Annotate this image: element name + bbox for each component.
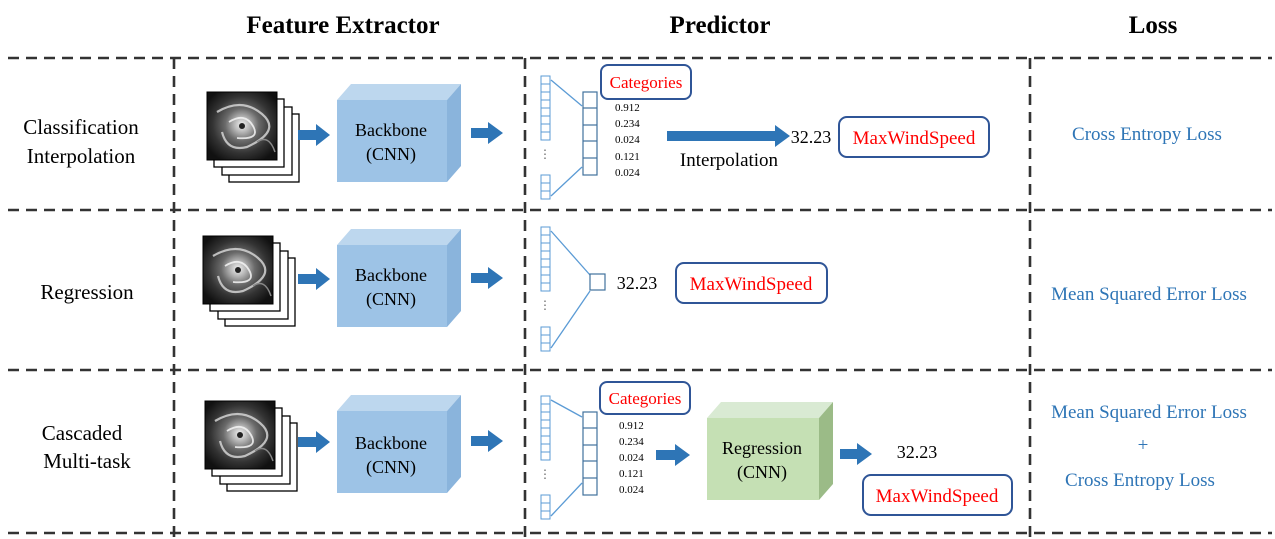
- output-callout: [675, 262, 828, 304]
- header-feature-extractor: Feature Extractor: [246, 12, 439, 39]
- backbone-label: Backbone: [355, 265, 427, 285]
- backbone-cnn-block: Backbone (CNN): [337, 84, 461, 182]
- arrow-right-icon: [298, 124, 330, 146]
- ellipsis-icon: ⋮: [539, 147, 551, 161]
- ellipsis-icon: ⋮: [539, 467, 551, 481]
- categories-callout: [600, 64, 692, 100]
- class-probability-cells: [582, 91, 598, 176]
- output-callout: [862, 474, 1013, 516]
- output-label: MaxWindSpeed: [876, 486, 999, 507]
- arrow-right-icon: [471, 430, 503, 452]
- row-classification-interpolation: Classification Interpolation Backbone (C…: [23, 64, 1222, 200]
- probability-value: 0.912: [615, 102, 640, 114]
- arrow-right-icon: [471, 122, 503, 144]
- row-label: Classification: [23, 115, 139, 139]
- backbone-cnn-block: Backbone (CNN): [337, 395, 461, 493]
- arrow-right-icon: [840, 443, 872, 465]
- probability-value: 0.024: [615, 167, 640, 179]
- interpolation-label: Interpolation: [680, 150, 779, 171]
- backbone-label: (CNN): [366, 289, 416, 310]
- categories-label: Categories: [609, 389, 682, 408]
- backbone-cnn-block: Backbone (CNN): [337, 229, 461, 327]
- probability-values: 0.912 0.234 0.024 0.121 0.024: [615, 102, 640, 179]
- output-callout: [838, 116, 990, 158]
- backbone-label: Backbone: [355, 433, 427, 453]
- probability-value: 0.912: [619, 420, 644, 432]
- feature-vector: [540, 75, 551, 200]
- probability-value: 0.024: [619, 452, 644, 464]
- output-label: MaxWindSpeed: [690, 274, 813, 295]
- probability-value: 0.024: [619, 484, 644, 496]
- loss-text: Cross Entropy Loss: [1065, 470, 1215, 491]
- regression-label: Regression: [722, 438, 802, 458]
- satellite-image-stack: [201, 234, 297, 328]
- grid-lines: [8, 56, 1272, 539]
- backbone-label: Backbone: [355, 120, 427, 140]
- backbone-label: (CNN): [366, 144, 416, 165]
- row-label: Multi-task: [43, 449, 131, 473]
- probability-value: 0.121: [615, 151, 640, 163]
- output-neuron: [589, 273, 606, 291]
- backbone-label: (CNN): [366, 457, 416, 478]
- arrow-right-icon: [656, 444, 690, 466]
- arrow-right-icon: [667, 125, 790, 147]
- regression-cnn-block: Regression (CNN): [707, 402, 833, 500]
- probability-value: 0.024: [615, 134, 640, 146]
- loss-text: Cross Entropy Loss: [1072, 124, 1222, 145]
- regression-label: (CNN): [737, 462, 787, 483]
- probability-value: 0.234: [615, 118, 640, 130]
- categories-callout: [599, 381, 691, 415]
- probability-value: 0.121: [619, 468, 644, 480]
- loss-text: Mean Squared Error Loss: [1051, 402, 1247, 423]
- row-cascaded-multitask: Cascaded Multi-task Backbone (CNN) ⋮: [42, 381, 1247, 520]
- fc-connections: [550, 230, 591, 349]
- satellite-image-stack: [205, 90, 301, 184]
- loss-plus: +: [1138, 435, 1149, 456]
- categories-label: Categories: [610, 73, 683, 92]
- header-predictor: Predictor: [670, 12, 771, 39]
- feature-vector: [540, 226, 551, 352]
- loss-text: Mean Squared Error Loss: [1051, 284, 1247, 305]
- row-label: Regression: [40, 280, 134, 304]
- arrow-right-icon: [298, 431, 330, 453]
- predicted-value: 32.23: [897, 442, 938, 462]
- row-label: Cascaded: [42, 421, 123, 445]
- fc-connections: [550, 399, 583, 517]
- fc-connections: [550, 79, 583, 197]
- arrow-right-icon: [298, 268, 330, 290]
- row-label: Interpolation: [27, 144, 136, 168]
- ellipsis-icon: ⋮: [539, 298, 551, 312]
- feature-vector: [540, 395, 551, 520]
- output-label: MaxWindSpeed: [853, 128, 976, 149]
- class-probability-cells: [582, 411, 598, 496]
- probability-value: 0.234: [619, 436, 644, 448]
- arrow-right-icon: [471, 267, 503, 289]
- header-loss: Loss: [1129, 12, 1178, 39]
- predicted-value: 32.23: [617, 273, 658, 293]
- predicted-value: 32.23: [791, 127, 832, 147]
- satellite-image-stack: [203, 399, 299, 493]
- probability-values: 0.912 0.234 0.024 0.121 0.024: [619, 420, 644, 496]
- row-regression: Regression Backbone (CNN) ⋮ 32.23: [40, 226, 1247, 352]
